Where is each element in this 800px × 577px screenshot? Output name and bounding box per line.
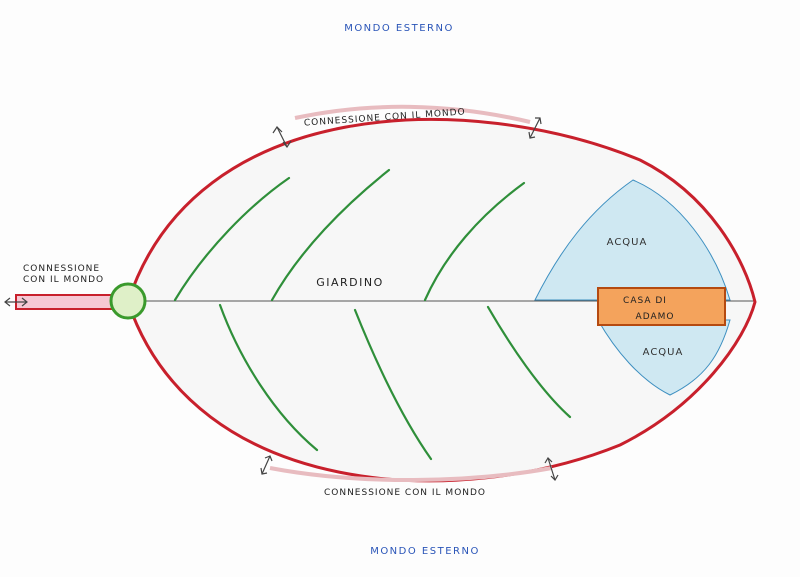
connection-left-label-1: CONNESSIONE — [23, 264, 100, 274]
double-arrow-top-right — [528, 117, 542, 139]
connection-gap-bottom — [269, 466, 553, 483]
vein-upper-1 — [173, 176, 291, 302]
connection-gap-top — [294, 104, 531, 124]
vein-lower-3 — [486, 305, 572, 419]
water-bottom — [597, 319, 731, 396]
connection-bottom-label: CONNESSIONE CON IL MONDO — [324, 488, 486, 498]
vein-upper-2 — [270, 168, 391, 302]
house-box — [597, 287, 726, 326]
entrance-node — [109, 282, 147, 320]
stem-connector — [15, 294, 113, 310]
vein-lower-2 — [353, 308, 433, 461]
outer-world-bottom-label: MONDO ESTERNO — [370, 546, 480, 557]
connection-left-label-2: CON IL MONDO — [23, 275, 104, 285]
double-arrow-stem — [4, 297, 28, 307]
water-top-label: ACQUA — [607, 237, 648, 248]
vein-lower-1 — [218, 303, 319, 452]
house-label-2: ADAMO — [636, 312, 675, 322]
double-arrow-bottom-right — [544, 457, 559, 481]
garden-label: GIARDINO — [316, 276, 384, 289]
house-label-1: CASA DI — [623, 296, 667, 306]
vein-upper-3 — [423, 181, 526, 302]
outer-world-top-label: MONDO ESTERNO — [344, 23, 454, 34]
double-arrow-top-left — [272, 126, 292, 149]
double-arrow-bottom-left — [260, 455, 273, 475]
leaf-boundary — [126, 118, 757, 483]
water-top — [534, 179, 731, 301]
veins — [173, 168, 572, 461]
water-bottom-label: ACQUA — [643, 347, 684, 358]
